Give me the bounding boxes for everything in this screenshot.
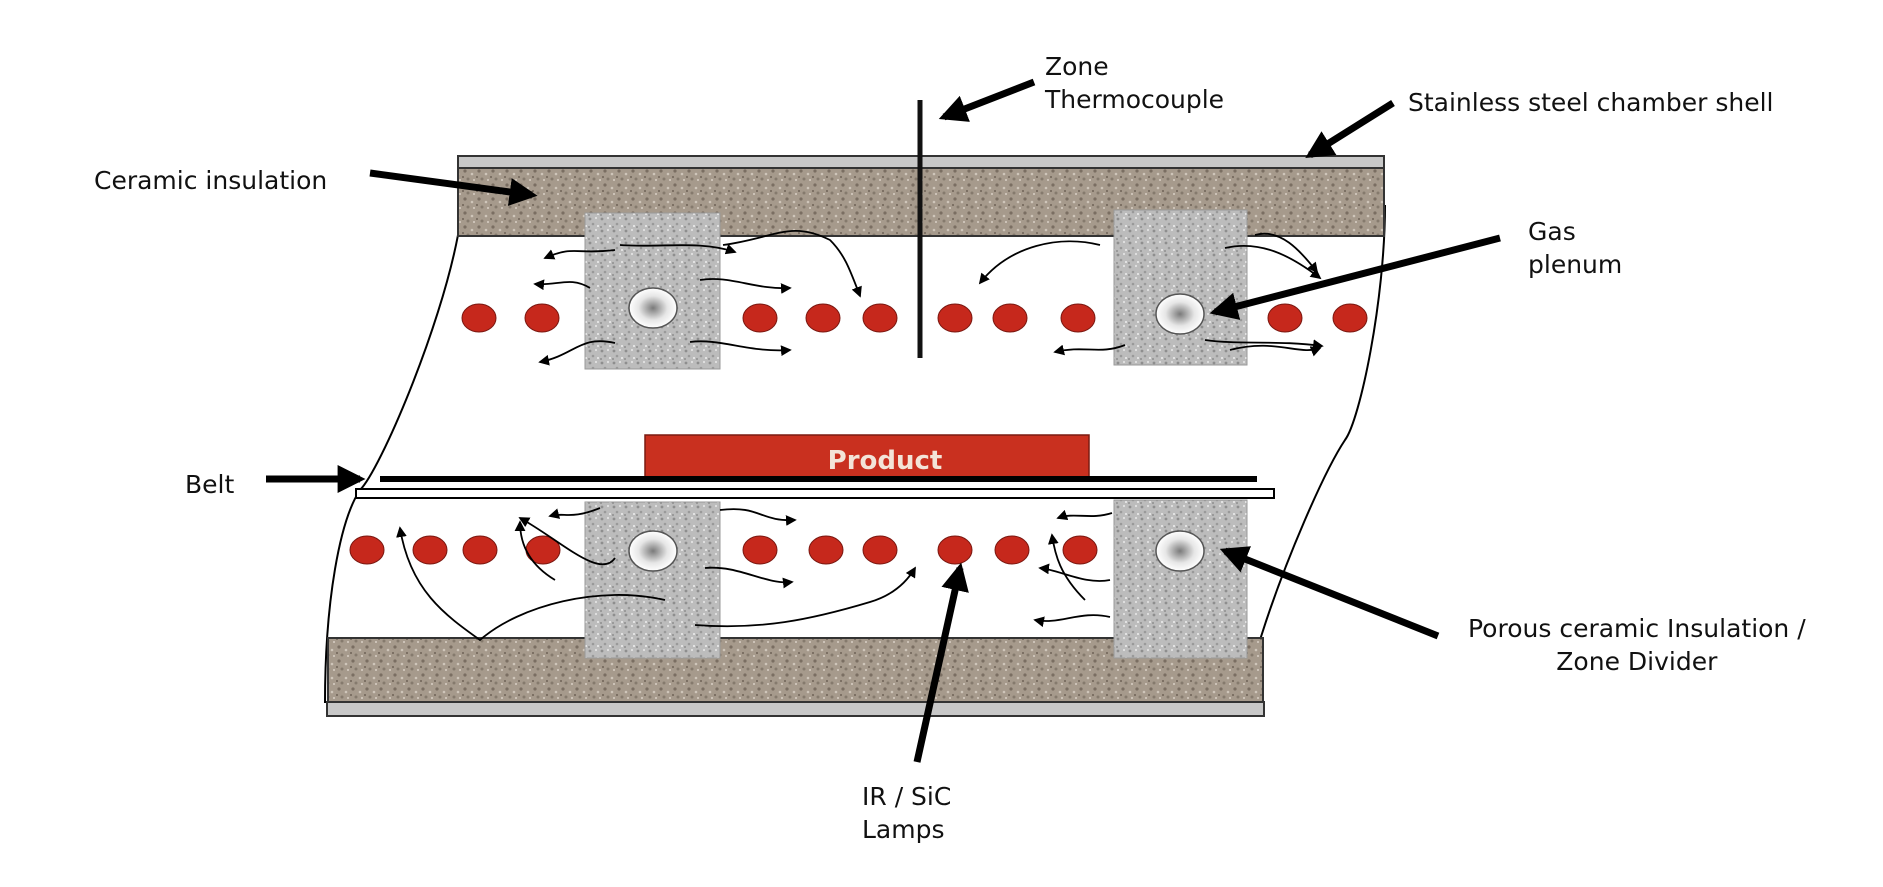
lamp bbox=[1267, 303, 1303, 333]
lamp bbox=[994, 535, 1030, 565]
gas-plenum bbox=[1155, 293, 1205, 335]
lamp bbox=[862, 303, 898, 333]
zone-divider-bottom-right bbox=[1113, 499, 1248, 659]
lamp bbox=[742, 303, 778, 333]
lamp bbox=[937, 535, 973, 565]
lamps-bottom-row bbox=[349, 535, 1098, 565]
lamp bbox=[1062, 535, 1098, 565]
thermocouple-arrow bbox=[938, 78, 1036, 122]
lamp bbox=[524, 303, 560, 333]
product-label: Product bbox=[828, 446, 943, 476]
lamp bbox=[462, 535, 498, 565]
lamp bbox=[349, 535, 385, 565]
label-zone-thermocouple: Zone Thermocouple bbox=[1045, 52, 1225, 114]
gas-plenum bbox=[628, 530, 678, 572]
lamp bbox=[742, 535, 778, 565]
product-block bbox=[644, 434, 1090, 478]
ceramic-insulation-arrow bbox=[369, 169, 538, 206]
lamp bbox=[992, 303, 1028, 333]
label-chamber-shell: Stainless steel chamber shell bbox=[1408, 88, 1774, 117]
lamps-arrow bbox=[913, 562, 969, 763]
label-ceramic-insulation: Ceramic insulation bbox=[94, 166, 328, 195]
zone-divider-top-right bbox=[1113, 209, 1248, 366]
label-belt: Belt bbox=[185, 470, 235, 499]
label-gas-plenum: Gas plenum bbox=[1528, 217, 1623, 279]
gas-flow-arrows-bottom bbox=[396, 507, 1113, 642]
gas-plenum bbox=[1155, 530, 1205, 572]
gas-flow-arrows-top bbox=[533, 230, 1324, 366]
lamp bbox=[862, 535, 898, 565]
divider-arrow bbox=[1219, 546, 1440, 640]
label-arrows bbox=[266, 78, 1501, 763]
label-zone-divider: Porous ceramic Insulation / Zone Divider bbox=[1468, 614, 1806, 676]
lamp bbox=[412, 535, 448, 565]
gas-plenum bbox=[628, 287, 678, 329]
lamp bbox=[937, 303, 973, 333]
lamp bbox=[808, 535, 844, 565]
lamp bbox=[1332, 303, 1368, 333]
lamp bbox=[805, 303, 841, 333]
bottom-chamber-shell bbox=[326, 701, 1265, 717]
zone-divider-bottom-left bbox=[584, 501, 721, 659]
right-side-wall bbox=[1259, 204, 1386, 641]
label-lamps: IR / SiC Lamps bbox=[862, 782, 952, 844]
left-side-wall bbox=[324, 234, 459, 704]
gas-plenum-arrow bbox=[1209, 234, 1501, 320]
lamps-top-row bbox=[461, 303, 1368, 333]
shell-arrow bbox=[1305, 100, 1395, 158]
belt-support-plate bbox=[355, 488, 1275, 499]
gas-plenums bbox=[628, 287, 1205, 572]
lamp bbox=[1060, 303, 1096, 333]
lamp bbox=[461, 303, 497, 333]
